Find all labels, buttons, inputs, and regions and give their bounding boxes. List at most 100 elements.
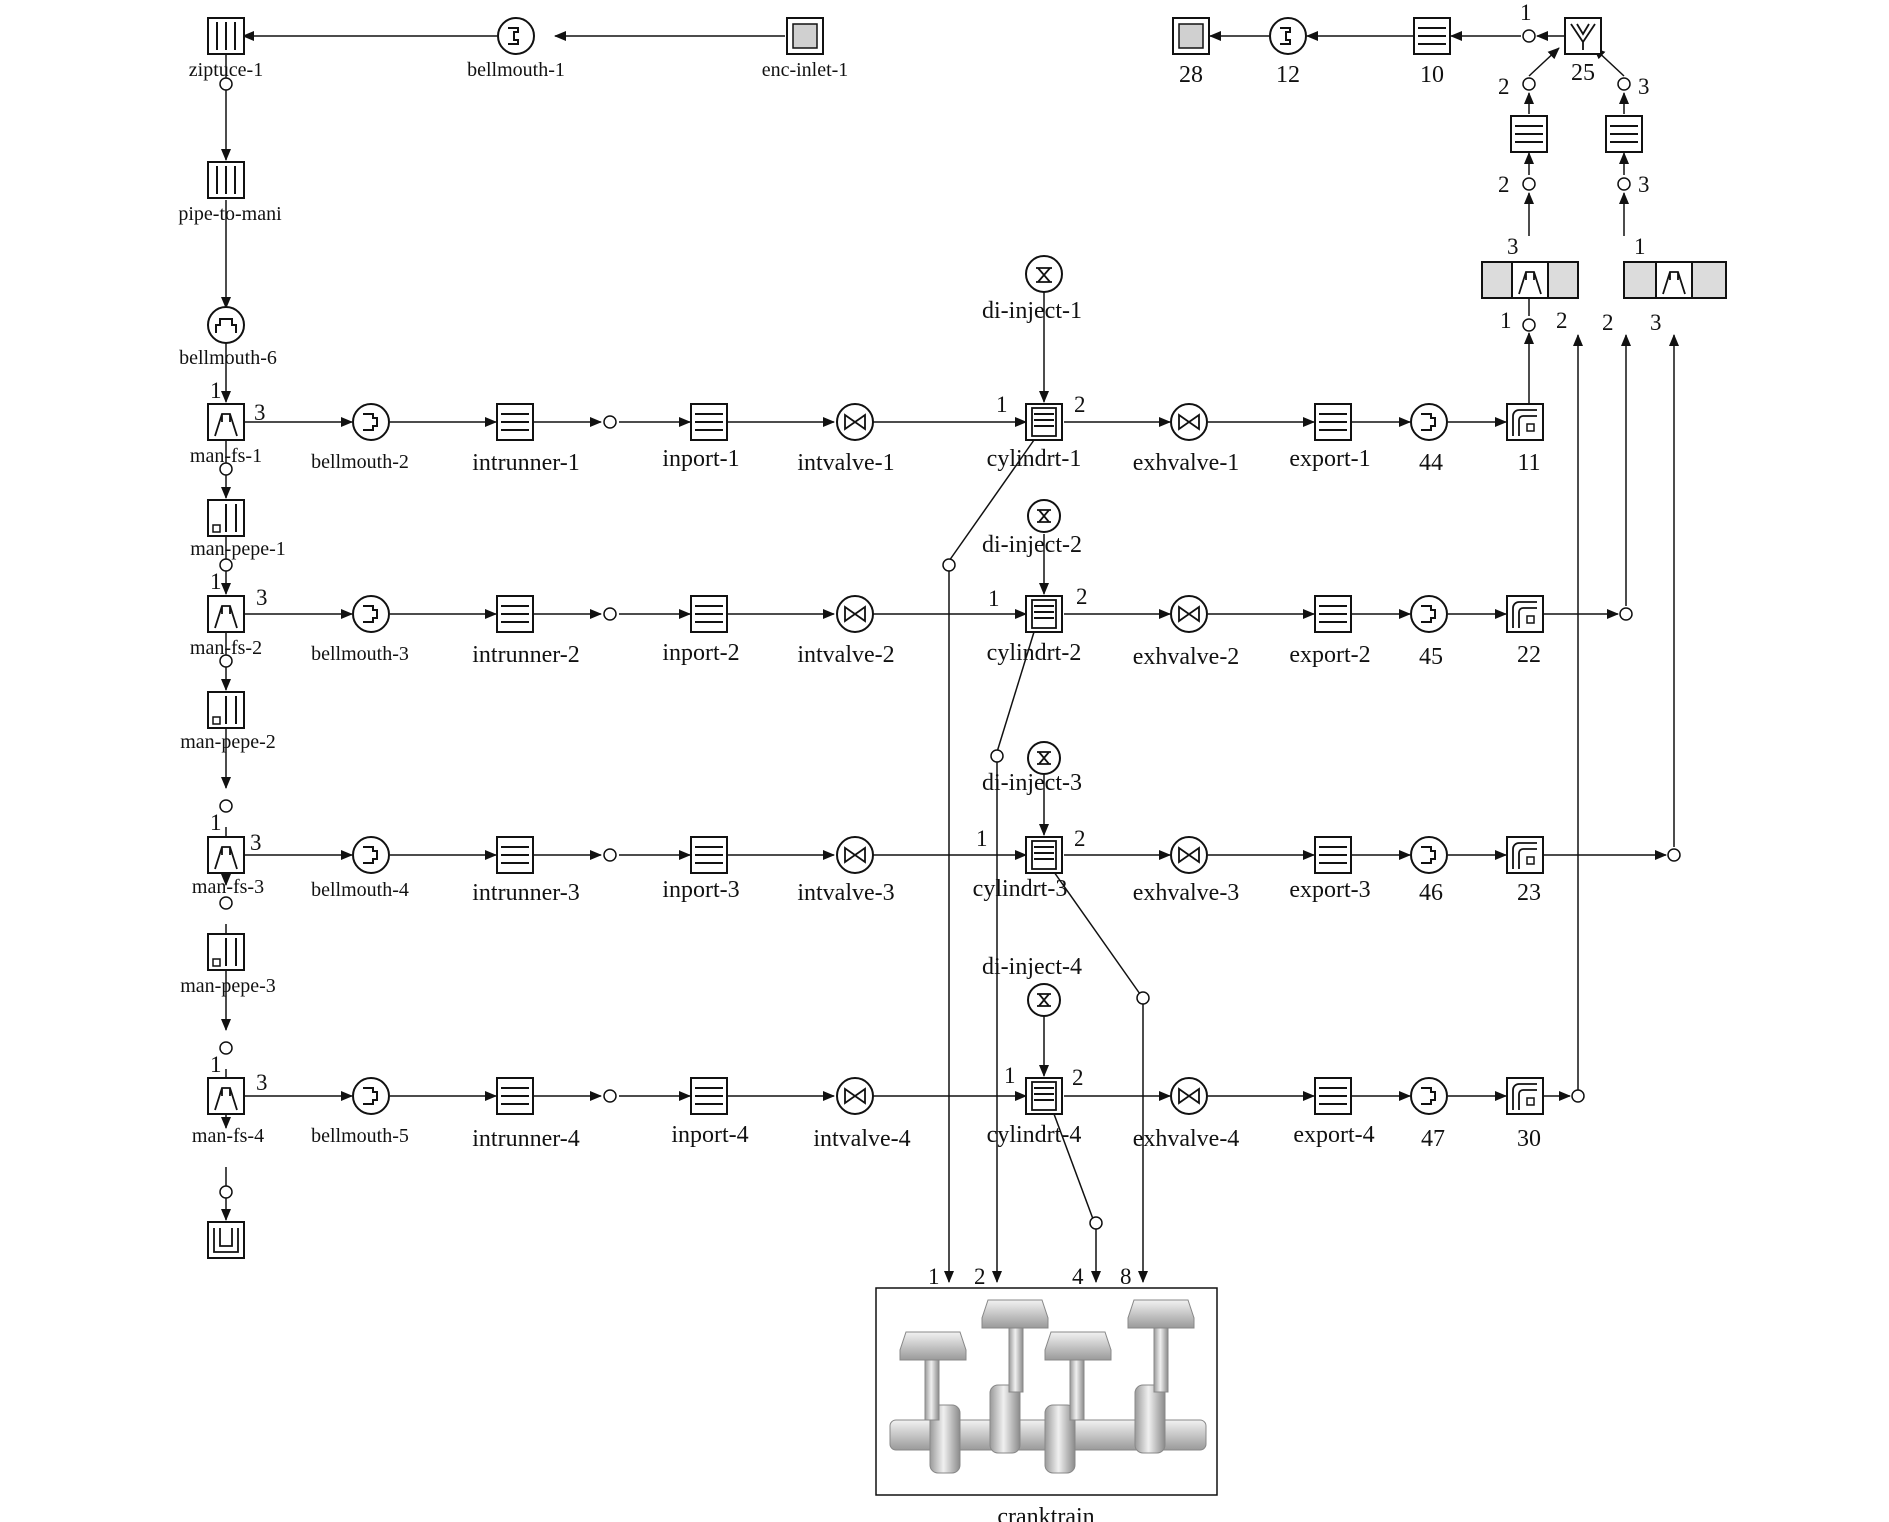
component-44[interactable]: 44 [1410,403,1448,476]
component-44-label: 44 [1419,450,1443,476]
cylindrt-1[interactable]: cylindrt-1 [987,403,1082,472]
bellmouth-4[interactable]: bellmouth-4 [311,836,409,901]
port-label: 3 [1507,234,1519,259]
component-25[interactable]: 25 [1564,17,1602,86]
di-inject-4-label: di-inject-4 [982,954,1082,980]
inport-4[interactable]: inport-4 [671,1077,749,1148]
pipe-to-mani[interactable]: pipe-to-mani [178,161,282,225]
intrunner-3[interactable]: intrunner-3 [472,836,580,906]
exhvalve-4[interactable]: exhvalve-4 [1133,1077,1240,1152]
intrunner-2[interactable]: intrunner-2 [472,595,580,668]
component-11[interactable]: 11 [1506,403,1544,476]
exhaust-pipe-right[interactable] [1605,115,1643,153]
component-25-label: 25 [1571,60,1595,86]
component-10-label: 10 [1420,62,1444,88]
intvalve-4-label: intvalve-4 [813,1126,910,1152]
component-23[interactable]: 23 [1506,836,1544,906]
man-fs-1[interactable]: man-fs-1 [190,403,262,467]
port-label: 2 [1076,584,1088,609]
port-label: 1 [210,569,222,594]
bellmouth-3-label: bellmouth-3 [311,643,409,665]
port-label: 1 [210,378,222,403]
man-pepe-3[interactable]: man-pepe-3 [180,933,276,997]
exhvalve-3-label: exhvalve-3 [1133,880,1240,906]
junction-left[interactable] [1481,261,1579,299]
cranktrain[interactable]: cranktrain [875,1287,1218,1522]
component-22[interactable]: 22 [1506,595,1544,668]
component-28[interactable]: 28 [1172,17,1210,88]
bellmouth-5-label: bellmouth-5 [311,1125,409,1147]
port-label: 8 [1120,1264,1132,1289]
cylindrt-1-label: cylindrt-1 [987,446,1082,472]
component-47[interactable]: 47 [1410,1077,1448,1152]
man-fs-3[interactable]: man-fs-3 [192,836,264,898]
component-46[interactable]: 46 [1410,836,1448,906]
bellmouth-1[interactable]: bellmouth-1 [467,17,565,81]
export-3-label: export-3 [1289,877,1370,903]
man-fs-4[interactable]: man-fs-4 [192,1077,264,1147]
component-45[interactable]: 45 [1410,595,1448,670]
exhvalve-3[interactable]: exhvalve-3 [1133,836,1240,906]
intrunner-1[interactable]: intrunner-1 [472,403,580,476]
port-label: 2 [1074,392,1086,417]
cylindrt-2[interactable]: cylindrt-2 [987,595,1082,666]
export-4[interactable]: export-4 [1293,1077,1375,1148]
cranktrain-label: cranktrain [997,1504,1094,1522]
intrunner-4[interactable]: intrunner-4 [472,1077,580,1152]
man-pepe-1-label: man-pepe-1 [190,538,286,560]
export-4-label: export-4 [1293,1122,1374,1148]
di-inject-4[interactable]: di-inject-4 [982,954,1082,1017]
bellmouth-2[interactable]: bellmouth-2 [311,403,409,473]
man-fs-2[interactable]: man-fs-2 [190,595,262,659]
junction-right[interactable] [1623,261,1727,299]
exhvalve-1-label: exhvalve-1 [1133,450,1240,476]
exhvalve-2[interactable]: exhvalve-2 [1133,595,1240,670]
exhaust-pipe-left[interactable] [1510,115,1548,153]
di-inject-3-label: di-inject-3 [982,770,1082,796]
ziptuce-1[interactable]: ziptuce-1 [189,17,263,81]
inport-2-label: inport-2 [662,640,739,666]
component-30[interactable]: 30 [1506,1077,1544,1152]
component-10[interactable]: 10 [1413,17,1451,88]
port-label: 2 [1074,826,1086,851]
di-inject-1[interactable]: di-inject-1 [982,255,1082,324]
inport-2[interactable]: inport-2 [662,595,740,666]
intvalve-3[interactable]: intvalve-3 [797,836,895,906]
component-12[interactable]: 12 [1269,17,1307,88]
inport-3[interactable]: inport-3 [662,836,740,903]
man-pepe-1[interactable]: man-pepe-1 [190,499,286,560]
di-inject-2[interactable]: di-inject-2 [982,499,1082,558]
exhvalve-1[interactable]: exhvalve-1 [1133,403,1240,476]
intvalve-1[interactable]: intvalve-1 [797,403,895,476]
di-inject-3[interactable]: di-inject-3 [982,741,1082,796]
bellmouth-5[interactable]: bellmouth-5 [311,1077,409,1147]
bellmouth-6[interactable]: bellmouth-6 [179,306,277,369]
export-3[interactable]: export-3 [1289,836,1371,903]
port-label: 1 [1500,308,1512,333]
connection-lines [221,31,1679,1283]
export-2-label: export-2 [1289,642,1370,668]
enc-inlet-1[interactable]: enc-inlet-1 [762,17,849,81]
export-1[interactable]: export-1 [1289,403,1371,472]
port-label: 2 [1498,74,1510,99]
bellmouth-4-label: bellmouth-4 [311,879,409,901]
bellmouth-3[interactable]: bellmouth-3 [311,595,409,665]
man-fs-3-label: man-fs-3 [192,876,264,898]
exhvalve-4-label: exhvalve-4 [1133,1126,1240,1152]
cylindrt-3[interactable]: cylindrt-3 [973,836,1068,902]
intrunner-4-label: intrunner-4 [472,1126,579,1152]
port-label: 3 [1638,172,1650,197]
man-fs-1-label: man-fs-1 [190,445,262,467]
port-label: 3 [250,830,262,855]
component-28-label: 28 [1179,62,1203,88]
inport-1[interactable]: inport-1 [662,403,740,472]
component-11-label: 11 [1517,450,1540,476]
intvalve-2[interactable]: intvalve-2 [797,595,895,668]
cylindrt-4[interactable]: cylindrt-4 [987,1077,1082,1148]
export-2[interactable]: export-2 [1289,595,1371,668]
man-pepe-2[interactable]: man-pepe-2 [180,691,276,753]
pipe-to-mani-label: pipe-to-mani [178,203,282,225]
end-cap[interactable] [207,1221,245,1259]
component-46-label: 46 [1419,880,1443,906]
intvalve-4[interactable]: intvalve-4 [813,1077,911,1152]
